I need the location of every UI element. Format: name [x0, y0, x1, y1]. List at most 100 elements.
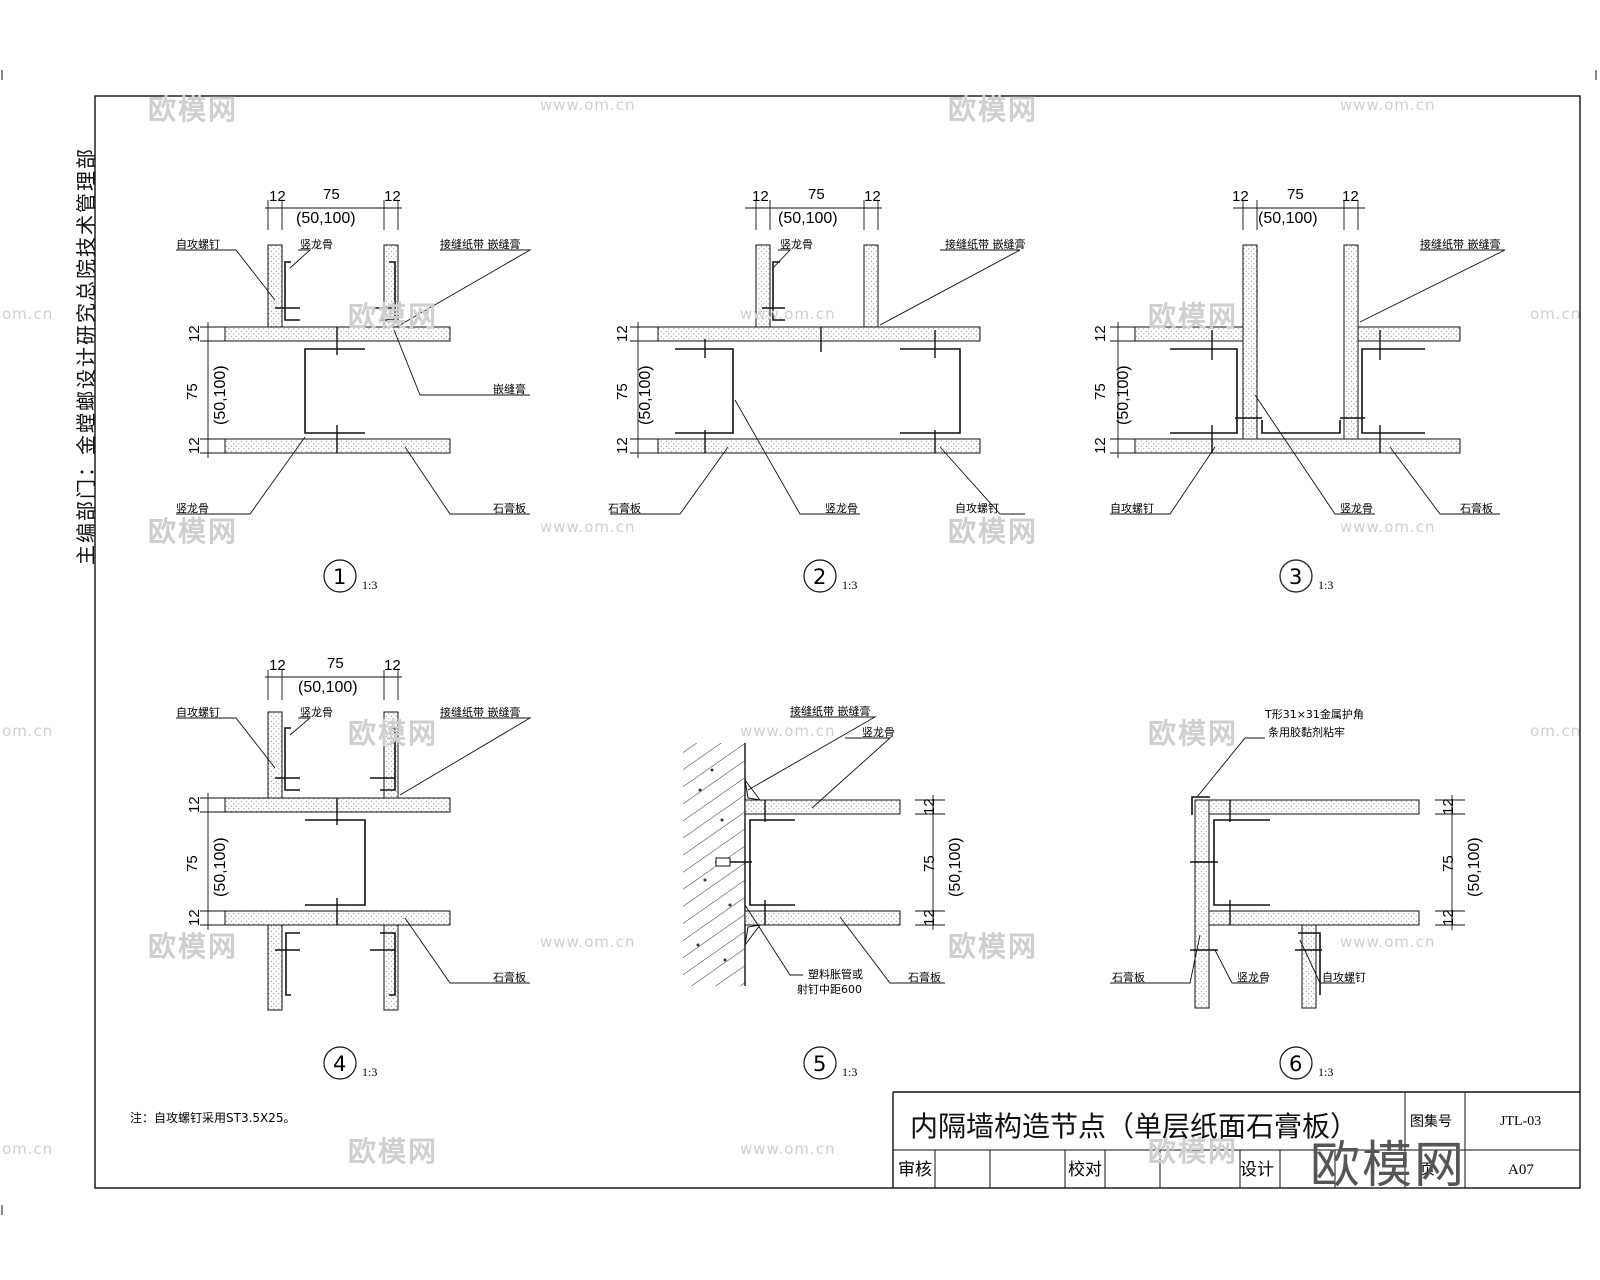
detail-number: 5 [813, 1052, 826, 1076]
board-horizontal [657, 438, 981, 454]
dim-side-12: 12 [614, 325, 631, 342]
board-vertical [863, 244, 879, 328]
dim-top [265, 200, 402, 230]
label-screw: 自攻螺钉 [1322, 970, 1366, 984]
dim-12-right: 12 [1342, 188, 1359, 205]
stud-profile [304, 348, 365, 434]
label-anchor-2: 射钉中距600 [797, 982, 862, 996]
detail-3: 12 75 12 (50,100) 12 75 (50,100) 12 [1092, 186, 1506, 593]
detail-number-circle [1279, 1046, 1313, 1080]
dim-side-75: 75 [921, 855, 938, 872]
dim-side-alt: (50,100) [637, 365, 654, 425]
dim-75: 75 [1287, 186, 1304, 203]
stud-profile [675, 348, 734, 434]
dim-side-12: 12 [1440, 798, 1457, 815]
atlas-label: 图集号 [1410, 1113, 1452, 1130]
stud-profile [1298, 932, 1321, 995]
sealant [744, 779, 762, 801]
drawing-title: 内隔墙构造节点（单层纸面石膏板） [910, 1110, 1359, 1143]
stud-profile [305, 819, 366, 906]
stud-profile [1361, 348, 1425, 434]
label-corner-1: T形31×31金属护角 [1264, 707, 1364, 721]
dim-12-right: 12 [864, 188, 881, 205]
dim-side-12: 12 [1092, 437, 1109, 454]
detail-6: 12 75 (50,100) 12 T形31×31金属护角 条用胶黏剂粘牢 石膏… [1110, 707, 1483, 1080]
label-board: 石膏板 [908, 970, 941, 984]
label-screw: 自攻螺钉 [955, 501, 999, 515]
detail-number: 3 [1289, 565, 1302, 589]
dim-side-alt: (50,100) [947, 837, 964, 897]
dim-75: 75 [808, 186, 825, 203]
label-tape: 接缝纸带 嵌缝膏 [1420, 237, 1501, 251]
label-screw: 自攻螺钉 [1110, 501, 1154, 515]
check-label: 校对 [1068, 1160, 1102, 1180]
label-stud: 竖龙骨 [300, 238, 333, 251]
footnote: 注：自攻螺钉采用ST3.5X25。 [130, 1110, 296, 1125]
detail-scale: 1:3 [362, 578, 377, 592]
label-board: 石膏板 [493, 970, 526, 984]
board-vertical [383, 924, 399, 1011]
dim-12-left: 12 [1232, 188, 1249, 205]
label-corner-2: 条用胶黏剂粘牢 [1268, 725, 1345, 739]
stud-profile [285, 932, 300, 996]
label-board: 石膏板 [608, 501, 641, 515]
review-label: 审核 [898, 1160, 932, 1180]
detail-1: 12 75 12 (50,100) 12 75 (50,100) 12 [176, 186, 532, 593]
label-stud: 竖龙骨 [300, 706, 333, 719]
board-horizontal [657, 326, 981, 342]
dim-12-left: 12 [269, 188, 286, 205]
dim-side-12: 12 [614, 437, 631, 454]
stud-profile [1261, 420, 1341, 434]
design-label: 设计 [1240, 1160, 1274, 1180]
label-tape: 接缝纸带 嵌缝膏 [945, 237, 1026, 251]
stud-profile [284, 261, 300, 321]
label-filler: 嵌缝膏 [493, 382, 526, 396]
dim-side-12: 12 [921, 909, 938, 926]
label-tape: 接缝纸带 嵌缝膏 [440, 237, 521, 251]
stud-profile [900, 348, 961, 434]
detail-scale: 1:3 [362, 1065, 377, 1079]
stud-profile [380, 261, 396, 321]
label-stud: 竖龙骨 [1237, 971, 1270, 984]
label-screw: 自攻螺钉 [176, 705, 220, 719]
detail-4: 12 75 12 (50,100) 12 75 (50,100) [176, 655, 532, 1080]
detail-scale: 1:3 [1318, 578, 1333, 592]
stud-profile [380, 932, 396, 996]
board-vertical [267, 711, 283, 799]
dim-side-12: 12 [921, 798, 938, 815]
board-horizontal [744, 910, 901, 926]
dim-side-12: 12 [1440, 909, 1457, 926]
board-horizontal [1208, 799, 1420, 815]
dim-75: 75 [327, 655, 344, 672]
detail-scale: 1:3 [1318, 1065, 1333, 1079]
detail-number-circle [323, 1046, 357, 1080]
dim-alt: (50,100) [296, 210, 356, 227]
board-vertical [267, 924, 283, 1011]
label-stud2: 竖龙骨 [825, 502, 858, 515]
label-stud2: 竖龙骨 [176, 502, 209, 515]
dim-side-12: 12 [186, 796, 203, 813]
dim-12-left: 12 [269, 657, 286, 674]
atlas-number: JTL-03 [1500, 1114, 1541, 1129]
detail-5: 12 75 (50,100) 12 接缝纸带 嵌缝膏 竖龙骨 塑料胀管或 射钉中… [683, 704, 964, 1080]
dim-side-75: 75 [184, 855, 201, 872]
board-horizontal [744, 799, 901, 815]
corner-bead [1191, 796, 1210, 815]
dim-12-right: 12 [384, 188, 401, 205]
dim-side-12: 12 [186, 909, 203, 926]
dim-side-75: 75 [614, 383, 631, 400]
board-vertical [755, 244, 771, 328]
board-vertical [1242, 244, 1258, 440]
dim-alt: (50,100) [778, 210, 838, 227]
dim-side-12: 12 [1092, 325, 1109, 342]
label-board: 石膏板 [1460, 501, 1493, 515]
board-vertical [267, 244, 283, 328]
concrete-wall [683, 743, 745, 986]
label-stud: 竖龙骨 [862, 726, 895, 739]
logo-watermark: 欧模网 [1310, 1136, 1466, 1194]
stud-profile [772, 261, 785, 321]
detail-number-circle [1279, 559, 1313, 593]
board-vertical [383, 244, 399, 328]
stud-profile [284, 727, 300, 791]
sheet-border [94, 95, 1581, 1189]
